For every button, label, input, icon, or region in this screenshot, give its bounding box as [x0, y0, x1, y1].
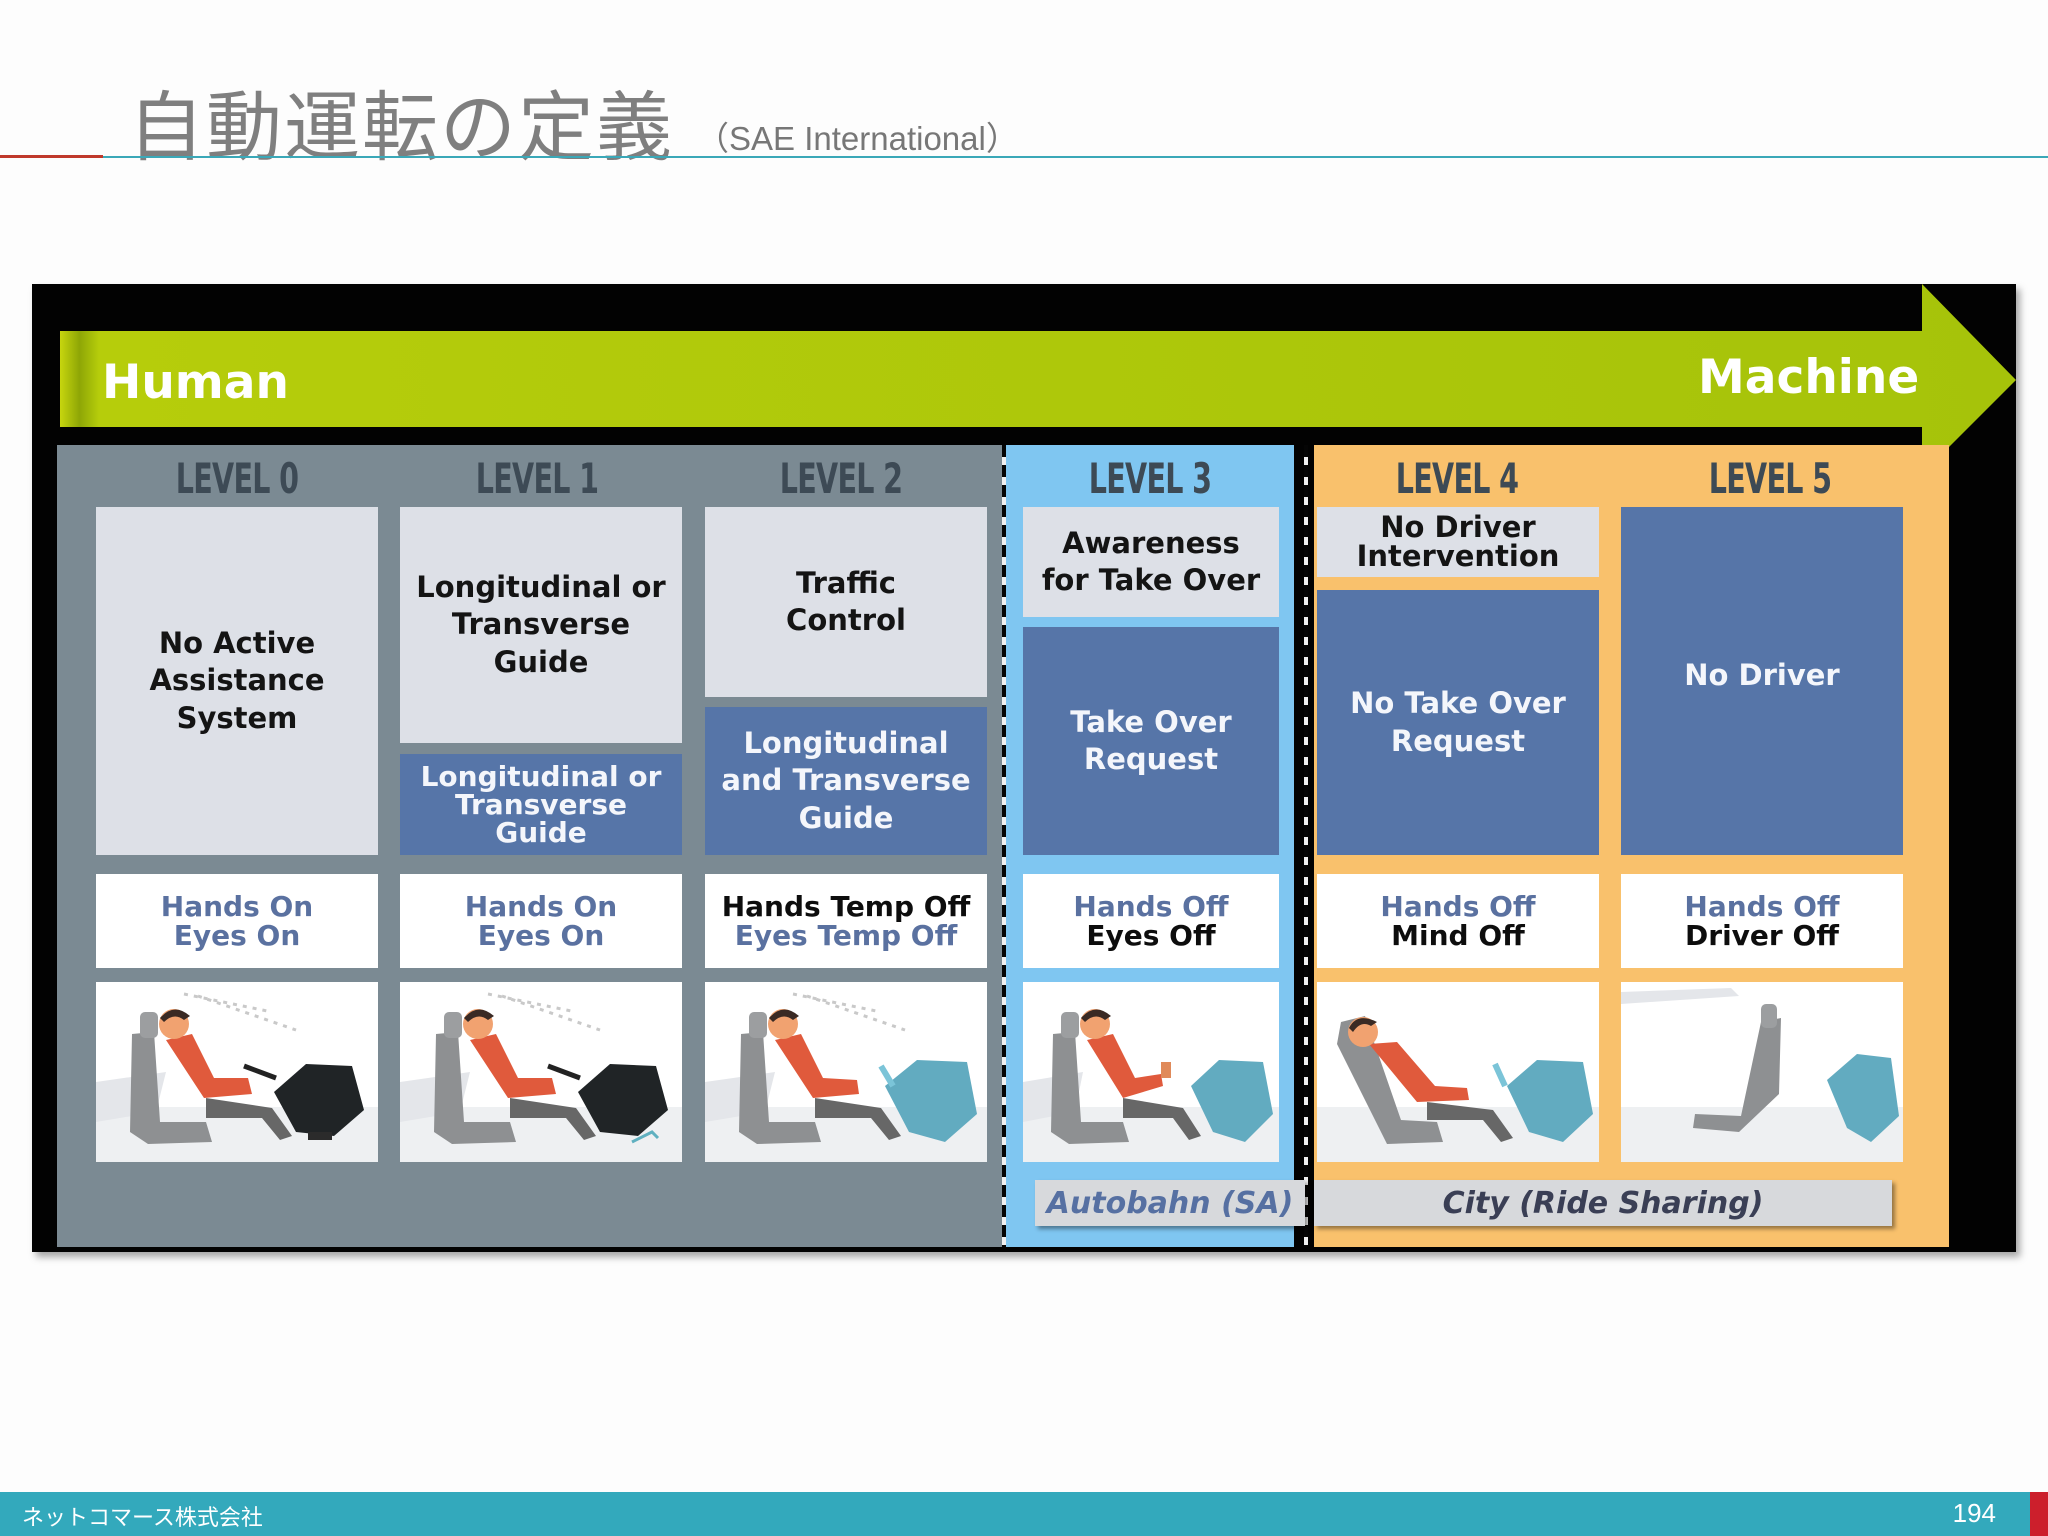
slide-subtitle: （SAE International） — [696, 120, 1019, 157]
level-5-no-driver: No Driver — [1621, 507, 1903, 855]
footer-accent — [2030, 1492, 2048, 1536]
level-4-label: LEVEL 4 — [1395, 454, 1519, 503]
footer-bar — [0, 1492, 2030, 1536]
level-0-eyes: Eyes On — [173, 919, 301, 952]
human-to-machine-arrow — [60, 284, 2016, 454]
level-1-driver-illustration — [400, 982, 682, 1162]
level-5-hands: Hands Off — [1684, 889, 1840, 923]
level-5-label: LEVEL 5 — [1708, 454, 1832, 503]
level-4-description: No Driver Intervention — [1317, 507, 1599, 577]
arrow-label-human: Human — [102, 355, 289, 410]
level-0-description: No Active Assistance System — [96, 507, 378, 855]
level-2-eyes: Eyes Temp Off — [734, 919, 958, 952]
level-5-driver: Driver Off — [1685, 919, 1839, 952]
title-rule — [103, 156, 2048, 158]
level-3-driver-illustration — [1023, 982, 1279, 1162]
level-3-description: Awareness for Take Over — [1023, 507, 1279, 617]
sae-levels-diagram: Human Machine LEVEL 0 LEVEL 1 LEVEL 2 LE… — [32, 284, 2016, 1252]
level-3-take-over-request: Take Over Request — [1023, 627, 1279, 855]
arrow-label-machine: Machine — [1698, 350, 1920, 405]
level-4-no-take-over: No Take Over Request — [1317, 590, 1599, 855]
city-ride-sharing-label: City (Ride Sharing) — [1314, 1180, 1892, 1226]
level-3-eyes: Eyes Off — [1086, 919, 1216, 952]
slide-title: 自動運転の定義 — [128, 83, 674, 172]
level-2-assist: Longitudinal and Transverse Guide — [705, 707, 987, 855]
level-2-label: LEVEL 2 — [779, 454, 903, 503]
level-3-hands: Hands Off — [1073, 889, 1229, 923]
level-3-label: LEVEL 3 — [1088, 454, 1212, 503]
level-5-empty-seat-illustration — [1621, 982, 1903, 1162]
level-2-hands: Hands Temp Off — [721, 889, 971, 923]
level-0-label: LEVEL 0 — [175, 454, 299, 503]
level-4-hands-mind: Hands Off Mind Off — [1317, 874, 1599, 968]
dashed-divider-left — [1002, 445, 1006, 1247]
autobahn-label: Autobahn (SA) — [1035, 1180, 1305, 1226]
level-3-hands-eyes: Hands Off Eyes Off — [1023, 874, 1279, 968]
dashed-divider-right — [1304, 445, 1308, 1247]
level-1-label: LEVEL 1 — [475, 454, 599, 503]
level-1-description: Longitudinal or Transverse Guide — [400, 507, 682, 743]
level-1-assist: Longitudinal or Transverse Guide — [400, 754, 682, 855]
page-number: 194 — [1952, 1498, 1996, 1528]
level-2-description: Traffic Control — [705, 507, 987, 697]
level-4-mind: Mind Off — [1391, 919, 1525, 952]
level-4-driver-illustration — [1317, 982, 1599, 1162]
level-0-driver-illustration — [96, 982, 378, 1162]
level-5-hands-driver: Hands Off Driver Off — [1621, 874, 1903, 968]
company-name: ネットコマース株式会社 — [22, 1506, 263, 1531]
level-1-eyes: Eyes On — [477, 919, 605, 952]
level-2-driver-illustration — [705, 982, 987, 1162]
level-0-hands: Hands On — [160, 889, 314, 923]
level-2-hands-eyes: Hands Temp Off Eyes Temp Off — [705, 874, 987, 968]
level-4-hands: Hands Off — [1380, 889, 1536, 923]
title-rule-accent — [0, 155, 103, 158]
level-1-hands-eyes: Hands On Eyes On — [400, 874, 682, 968]
level-0-hands-eyes: Hands On Eyes On — [96, 874, 378, 968]
level-1-hands: Hands On — [464, 889, 618, 923]
